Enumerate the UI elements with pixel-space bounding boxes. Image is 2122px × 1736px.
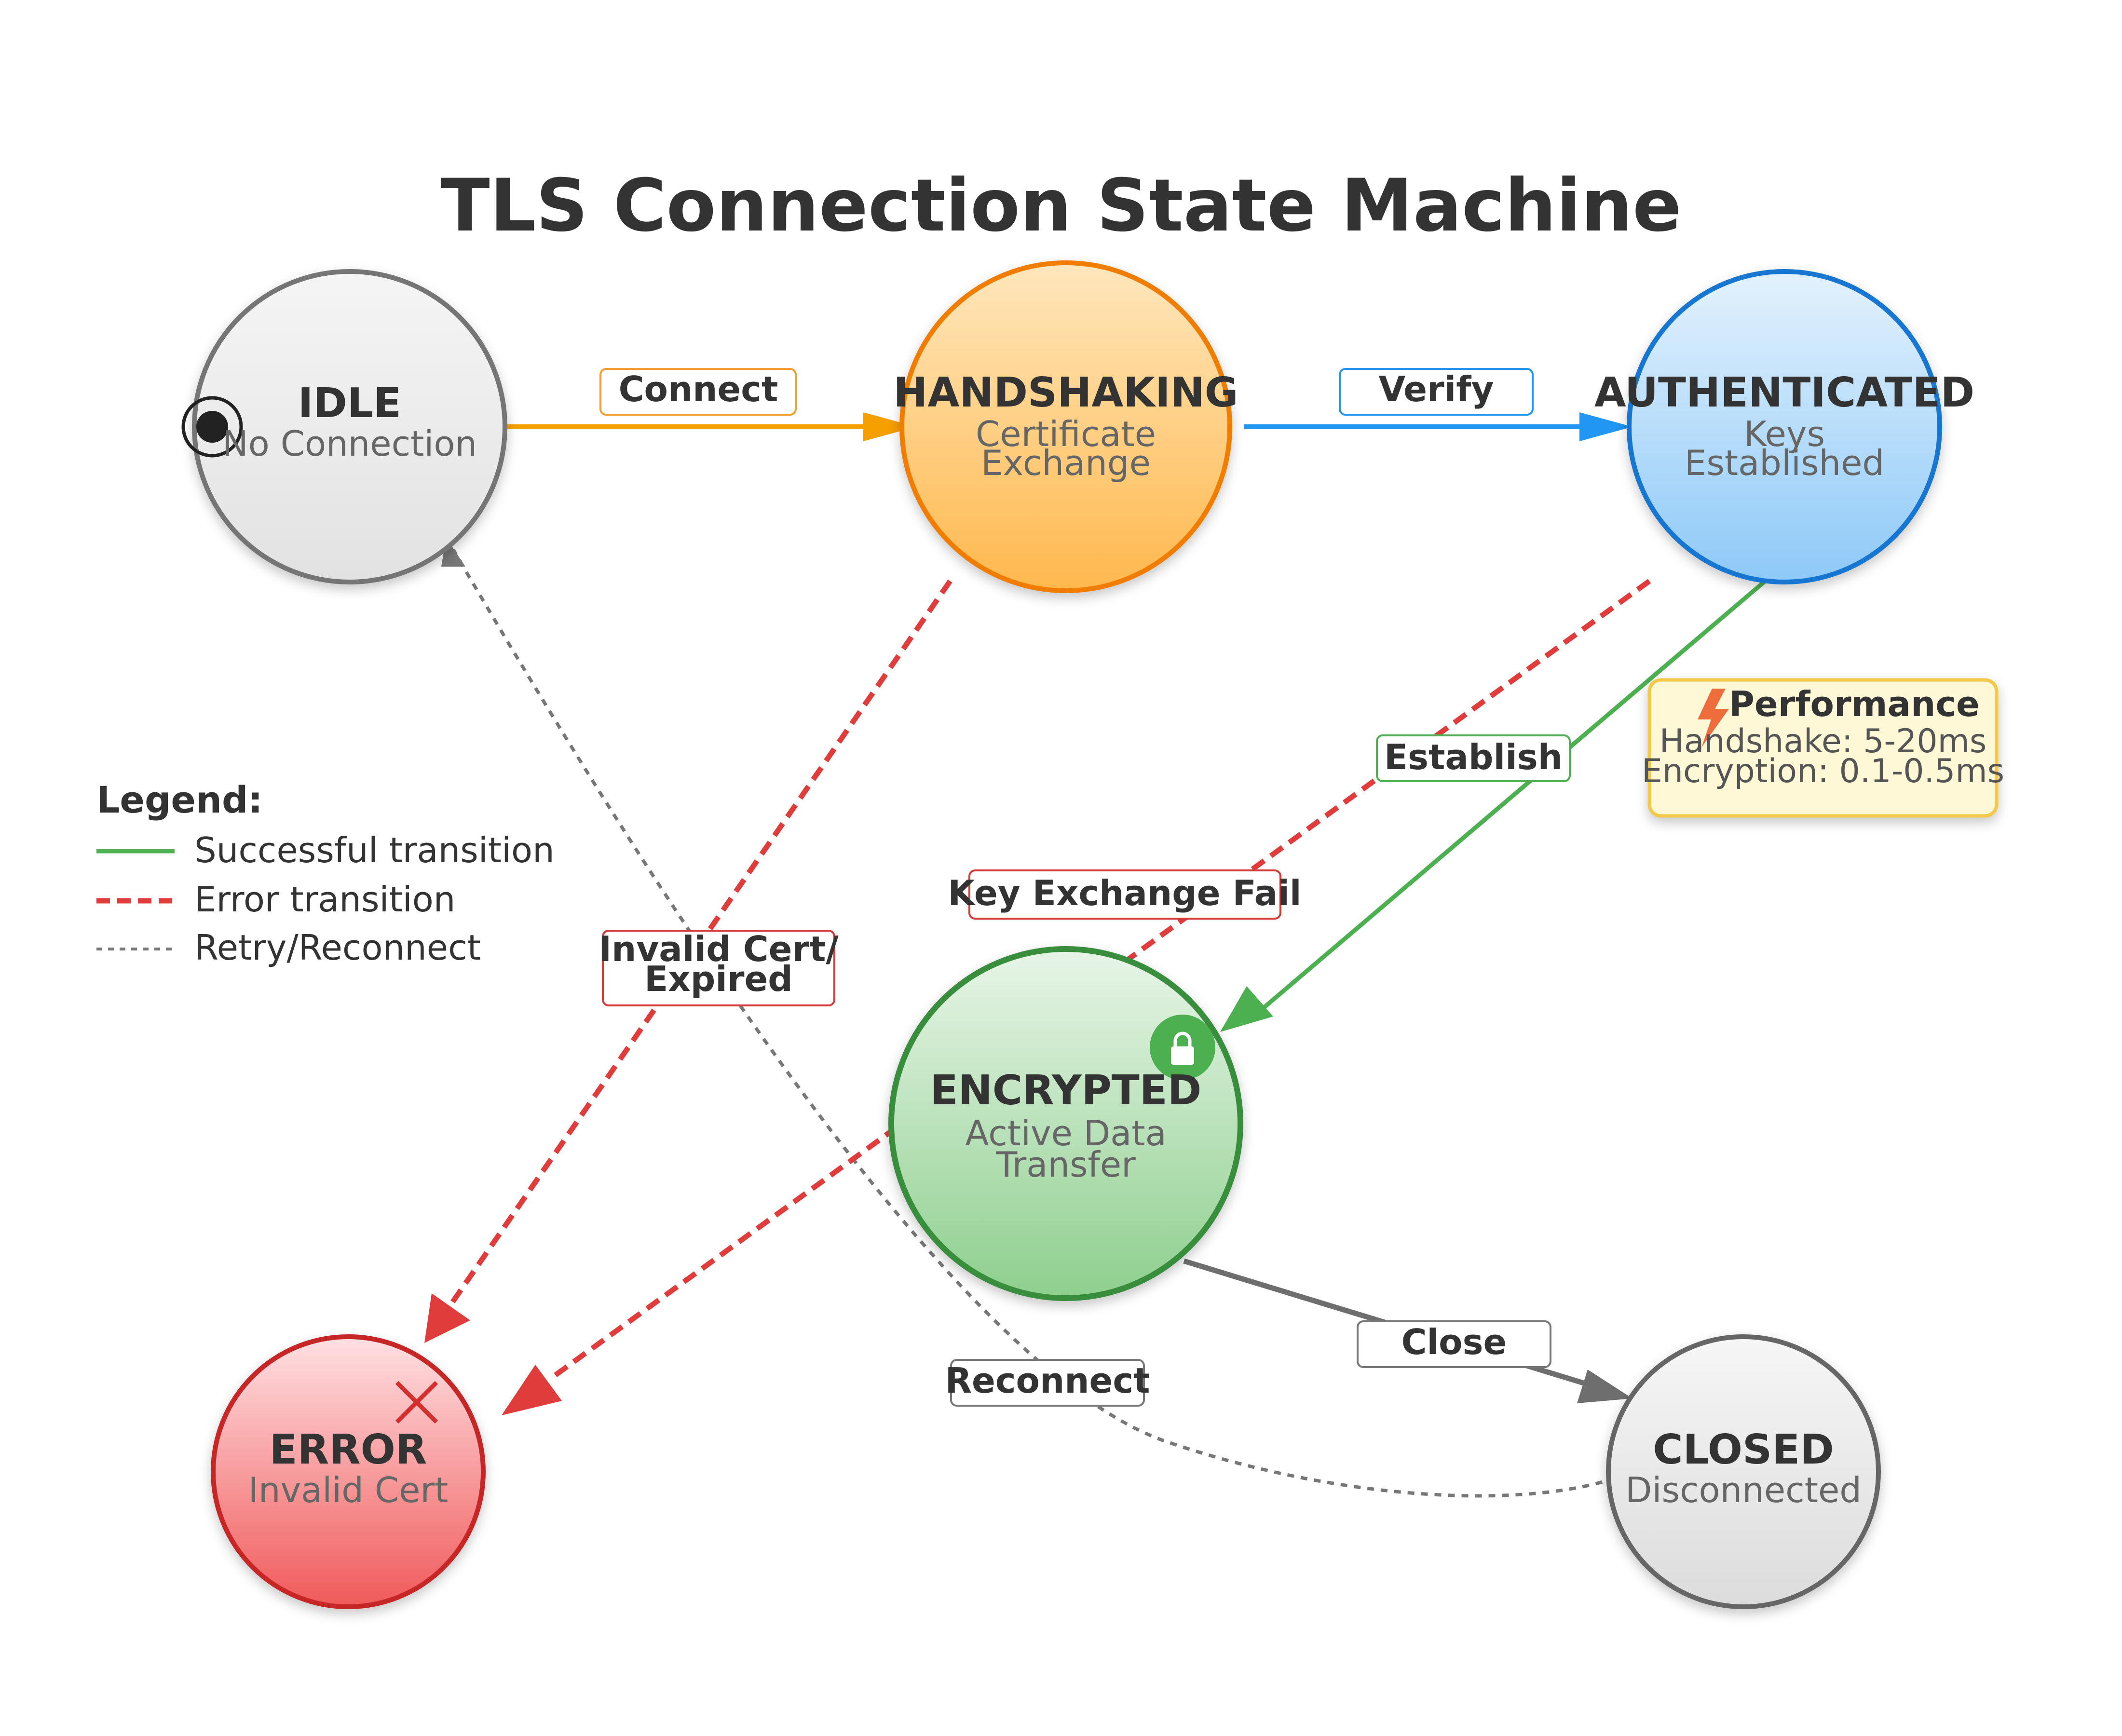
legend-error-label: Error transition xyxy=(194,879,455,920)
performance-handshake: Handshake: 5-20ms xyxy=(1660,722,1987,760)
state-handshaking-desc1: Certificate xyxy=(976,414,1156,454)
start-marker-icon xyxy=(181,396,243,458)
edge-establish-arrowhead xyxy=(1220,986,1273,1032)
edge-close-arrowhead xyxy=(1577,1370,1632,1403)
state-idle-desc: No Connection xyxy=(222,423,477,464)
edge-connect-arrowhead xyxy=(863,412,916,441)
state-encrypted[interactable]: ENCRYPTED Active Data Transfer xyxy=(888,946,1243,1301)
state-handshaking-desc2: Exchange xyxy=(981,443,1151,483)
performance-title: Performance xyxy=(1729,684,1980,724)
legend-title: Legend: xyxy=(96,778,263,821)
label-key-exchange-fail: Key Exchange Fail xyxy=(948,869,1302,920)
legend-success-label: Successful transition xyxy=(194,830,555,870)
state-authenticated[interactable]: AUTHENTICATED Keys Established xyxy=(1594,269,1974,584)
state-error-name: ERROR xyxy=(270,1426,427,1474)
state-handshaking[interactable]: HANDSHAKING Certificate Exchange xyxy=(893,260,1238,593)
label-invalid-cert-line2: Expired xyxy=(644,959,793,999)
state-error[interactable]: ERROR Invalid Cert xyxy=(211,1334,486,1609)
state-authenticated-desc2: Established xyxy=(1685,443,1884,483)
label-key-exchange-fail-text: Key Exchange Fail xyxy=(948,873,1301,913)
state-encrypted-desc1: Active Data xyxy=(965,1113,1167,1153)
state-encrypted-desc2: Transfer xyxy=(995,1144,1136,1185)
state-idle[interactable]: IDLE No Connection xyxy=(181,269,507,584)
label-verify: Verify xyxy=(1339,368,1534,416)
state-encrypted-name: ENCRYPTED xyxy=(930,1067,1202,1114)
state-authenticated-name: AUTHENTICATED xyxy=(1594,369,1974,417)
label-reconnect: Reconnect xyxy=(945,1359,1150,1407)
lock-icon xyxy=(1150,1015,1215,1080)
label-close: Close xyxy=(1357,1320,1551,1368)
state-closed-name: CLOSED xyxy=(1653,1426,1834,1474)
label-invalid-cert-line1: Invalid Cert/ xyxy=(599,929,839,969)
state-closed-desc: Disconnected xyxy=(1625,1470,1862,1510)
label-invalid-cert: Invalid Cert/ Expired xyxy=(599,929,839,1006)
edge-establish xyxy=(1262,579,1767,1010)
edge-key-exchange-fail-arrowhead xyxy=(502,1365,562,1415)
label-establish-text: Establish xyxy=(1384,737,1563,777)
state-idle-name: IDLE xyxy=(298,380,401,427)
label-reconnect-text: Reconnect xyxy=(945,1360,1150,1401)
error-x-icon xyxy=(395,1381,438,1424)
state-handshaking-name: HANDSHAKING xyxy=(893,369,1238,417)
lightning-icon xyxy=(1698,689,1729,747)
legend-retry-label: Retry/Reconnect xyxy=(194,927,481,968)
performance-box: Performance Handshake: 5-20ms Encryption… xyxy=(1642,678,2004,818)
legend: Legend: Successful transition Error tran… xyxy=(96,778,555,968)
label-close-text: Close xyxy=(1401,1322,1507,1362)
state-closed[interactable]: CLOSED Disconnected xyxy=(1606,1334,1881,1609)
label-establish: Establish xyxy=(1376,734,1571,782)
state-error-desc: Invalid Cert xyxy=(248,1470,449,1510)
state-authenticated-desc1: Keys xyxy=(1744,414,1825,454)
label-connect: Connect xyxy=(599,368,797,416)
label-connect-text: Connect xyxy=(619,369,778,409)
edge-verify-arrowhead xyxy=(1579,412,1632,441)
diagram-title: TLS Connection State Machine xyxy=(440,164,1681,248)
performance-encryption: Encryption: 0.1-0.5ms xyxy=(1642,752,2004,790)
label-verify-text: Verify xyxy=(1378,369,1494,409)
edge-invalid-cert-arrowhead xyxy=(424,1293,470,1343)
edge-reconnect xyxy=(451,549,1629,1498)
